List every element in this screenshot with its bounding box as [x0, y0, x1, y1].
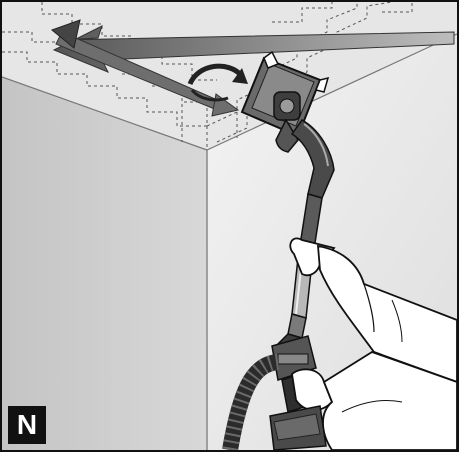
panel-label-badge: N — [8, 406, 46, 444]
